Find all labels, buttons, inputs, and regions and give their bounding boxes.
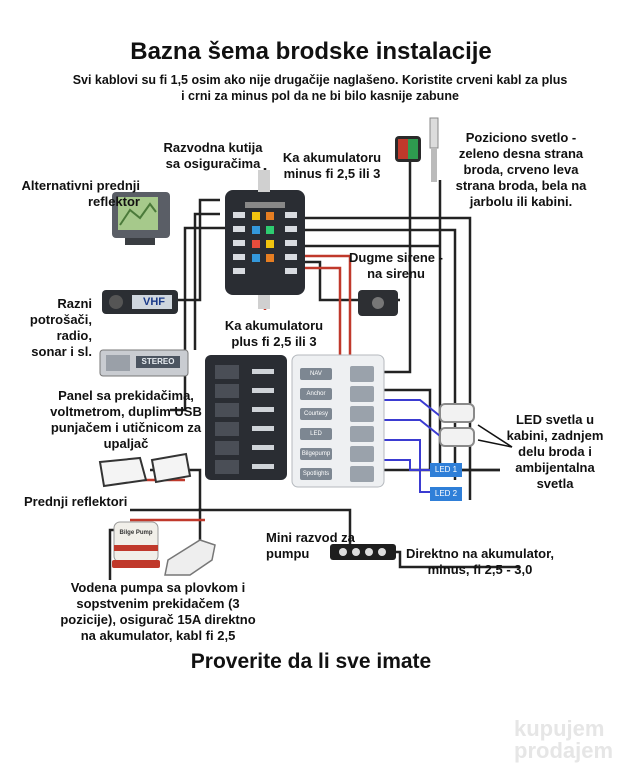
label-switch-panel: Panel sa prekidačima, voltmetrom, duplim… (50, 388, 202, 451)
label-alt-reflector: Alternativni prednji reflektor (21, 178, 140, 209)
gps-sonar-unit (112, 192, 170, 245)
switch-label-anchor: Anchor (306, 391, 326, 397)
bilge-pump (112, 521, 160, 568)
watermark-line-1: kupujem (514, 716, 605, 741)
switch-label-nav: NAV (310, 371, 322, 377)
stereo-label: STEREO (141, 357, 175, 366)
diagram-subtitle: Svi kablovi su fi 1,5 osim ako nije drug… (72, 73, 568, 103)
label-consumers: Razni potrošači, radio, sonar i sl. (29, 296, 92, 359)
switch-label-spotlights: Spotlights (302, 471, 330, 477)
switch-label-bilgepump: Bilgepump (301, 451, 331, 457)
label-battery-minus: Ka akumulatoru minus fi 2,5 ili 3 (282, 150, 382, 181)
led1-label: LED 1 (434, 465, 458, 474)
float-switch (164, 539, 216, 576)
label-front-reflectors: Prednji reflektori (24, 494, 128, 509)
horn-button (358, 290, 398, 316)
watermark-line-2: prodajem (514, 738, 614, 763)
label-led-lights: LED svetla u kabini, zadnjem delu broda … (506, 412, 604, 491)
label-fuse-box: Razvodna kutija sa osiguračima (163, 140, 263, 171)
pointer-lines (477, 424, 513, 448)
label-battery-plus: Ka akumulatoru plus fi 2,5 ili 3 (224, 318, 324, 349)
position-light (395, 117, 439, 182)
stereo-radio (99, 349, 189, 377)
front-reflectors (98, 452, 192, 488)
switch-label-led: LED (310, 431, 322, 437)
label-water-pump: Vodena pumpa sa plovkom i sopstvenim pre… (60, 580, 256, 643)
mini-distribution-strip (330, 544, 396, 560)
footer-note: Proverite da li sve imate (190, 650, 432, 673)
label-direct-battery: Direktno na akumulator, minus, fi 2,5 - … (405, 546, 555, 577)
bilge-pump-label: Bilge Pump (119, 530, 153, 536)
label-mini-distribution: Mini razvod za pumpu (266, 530, 355, 561)
fuse-box (225, 170, 305, 309)
diagram-title: Bazna šema brodske instalacije (130, 38, 492, 65)
led2-label: LED 2 (434, 489, 458, 498)
switch-label-courtesy: Courtesy (303, 411, 328, 417)
vhf-radio (102, 290, 178, 314)
label-horn-button: Dugme sirene - na sirenu (349, 250, 443, 281)
label-position-light: Poziciono svetlo - zeleno desna strana b… (455, 130, 587, 209)
vhf-label: VHF (143, 296, 165, 308)
led-cabin-lights (430, 403, 475, 501)
breaker-panel (205, 355, 287, 480)
switch-panel (291, 354, 385, 488)
